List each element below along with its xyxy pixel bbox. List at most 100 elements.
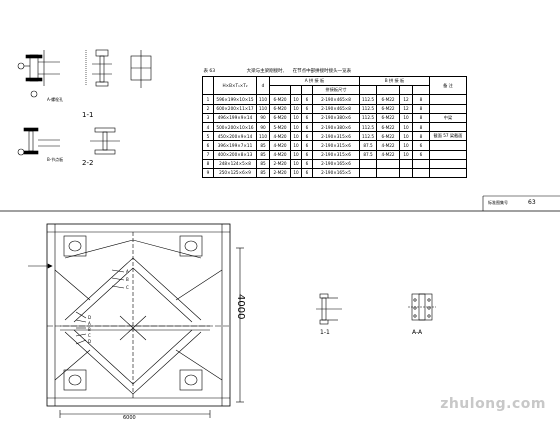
table-cell: 2-190×465×8 [312, 103, 360, 114]
table-cell: 6 [301, 103, 313, 114]
table-cell: 112.5 [359, 103, 377, 114]
table-cell: 500×200×10×16 [213, 121, 257, 133]
table-cell: 2-M20 [269, 158, 291, 169]
table-cell: 10 [290, 94, 302, 105]
section-label-a-a: A-A [412, 329, 423, 336]
table-cell: 10 [290, 158, 302, 169]
table-cell: 6-M22 [376, 131, 400, 142]
table-cell [359, 167, 377, 179]
table-cell: 6-M20 [269, 103, 291, 114]
table-cell: 6 [301, 131, 313, 142]
table-cell: 6 [301, 140, 313, 151]
table-cell: 110 [256, 131, 270, 142]
table-cell [376, 158, 400, 169]
table-cell: 6 [301, 94, 313, 105]
table-cell: 110 [256, 103, 270, 114]
table-cell: 2-190×315×6 [312, 131, 360, 142]
table-cell: 496×199×9×14 [213, 112, 257, 123]
section-a-a [408, 293, 436, 321]
table-cell: 6-M20 [269, 112, 291, 123]
table-cell: 10 [399, 121, 413, 133]
table-cell: 4-M20 [269, 131, 291, 142]
table-cell: 85 [256, 149, 270, 160]
col-plate: 拼接板尺寸 [312, 85, 360, 96]
table-group-row: H×B×T₁×T₂ d A 拼 接 板 B 拼 接 板 备 注 [202, 75, 467, 96]
table-cell: 3 [202, 112, 214, 123]
group-b: B 拼 接 板 [359, 75, 430, 87]
table-cell: 6 [301, 121, 313, 133]
table-cell: 10 [399, 140, 413, 151]
table-title-left: 大梁与主梁刚接时, [246, 69, 285, 74]
table-cell [429, 103, 467, 114]
table-cell: 112.5 [359, 121, 377, 133]
table-cell [429, 158, 467, 169]
callout-c2: C [88, 333, 91, 338]
table-cell: 8 [412, 94, 430, 105]
dim-width: 6000 [123, 415, 136, 421]
table-cell [399, 158, 413, 169]
table-cell: 2-M20 [269, 167, 291, 179]
table-cell: 2-190×380×6 [312, 112, 360, 123]
table-cell [429, 149, 467, 160]
top-detail-beam [17, 49, 152, 98]
table-cell: 600×200×11×17 [213, 103, 257, 114]
watermark: zhulong.com [440, 396, 546, 412]
table-cell: 5-M20 [269, 121, 291, 133]
table-cell: 2-190×315×6 [312, 140, 360, 151]
section-1-1-bottom [316, 293, 342, 325]
table-cell: 250×125×6×9 [213, 167, 257, 179]
table-cell: 2-190×315×6 [312, 149, 360, 160]
table-header-row: 拼接板尺寸 [203, 85, 467, 96]
table-cell: 4-M20 [269, 140, 291, 151]
table-cell: 85 [256, 140, 270, 151]
table-cell: 2-190×380×6 [312, 121, 360, 133]
table-cell: 10 [399, 131, 413, 142]
table-cell: 10 [290, 103, 302, 114]
table-cell: 596×199×10×15 [213, 94, 257, 105]
table-cell: 6-M22 [376, 103, 400, 114]
table-cell: 5 [202, 131, 214, 142]
table-cell: 8 [412, 103, 430, 114]
table-cell: 112.5 [359, 131, 377, 142]
table-cell [429, 167, 467, 179]
table-number: 表 63 [203, 69, 216, 74]
table-cell: 4-M20 [269, 149, 291, 160]
table-cell: 10 [399, 149, 413, 160]
table-cell: 112.5 [359, 94, 377, 105]
table-cell: 248×124×5×8 [213, 158, 257, 169]
callout-d2: D [88, 339, 92, 344]
table-cell: 8 [412, 121, 430, 133]
table-cell: 8 [412, 131, 430, 142]
title-page-number: 63 [528, 199, 536, 206]
table-cell: 2-190×165×6 [312, 158, 360, 169]
table-cell: 截面 57 梁截面 [429, 131, 467, 142]
table-cell: 6 [301, 149, 313, 160]
note-a-label: A-螺栓孔 [47, 97, 64, 102]
callout-c: C [126, 285, 129, 290]
callout-b2: B [88, 327, 91, 332]
table-cell: 12 [399, 103, 413, 114]
callout-a: A [126, 269, 129, 274]
table-cell: 6 [301, 158, 313, 169]
callout-a2: A [88, 321, 91, 326]
table-cell: 10 [290, 121, 302, 133]
callout-d: D [88, 315, 92, 320]
table-cell: 6 [301, 167, 313, 179]
note-b-label: B-节点板 [47, 157, 64, 162]
table-cell [412, 167, 430, 179]
callout-b: B [126, 277, 129, 282]
table-cell: 90 [256, 121, 270, 133]
table-cell: 90 [256, 112, 270, 123]
table-cell: 1 [202, 94, 214, 105]
table-cell [429, 121, 467, 133]
table-cell: 85 [256, 167, 270, 179]
table-cell: 6-M22 [376, 112, 400, 123]
table-cell: 6 [202, 140, 214, 151]
table-cell: 6-M22 [376, 121, 400, 133]
